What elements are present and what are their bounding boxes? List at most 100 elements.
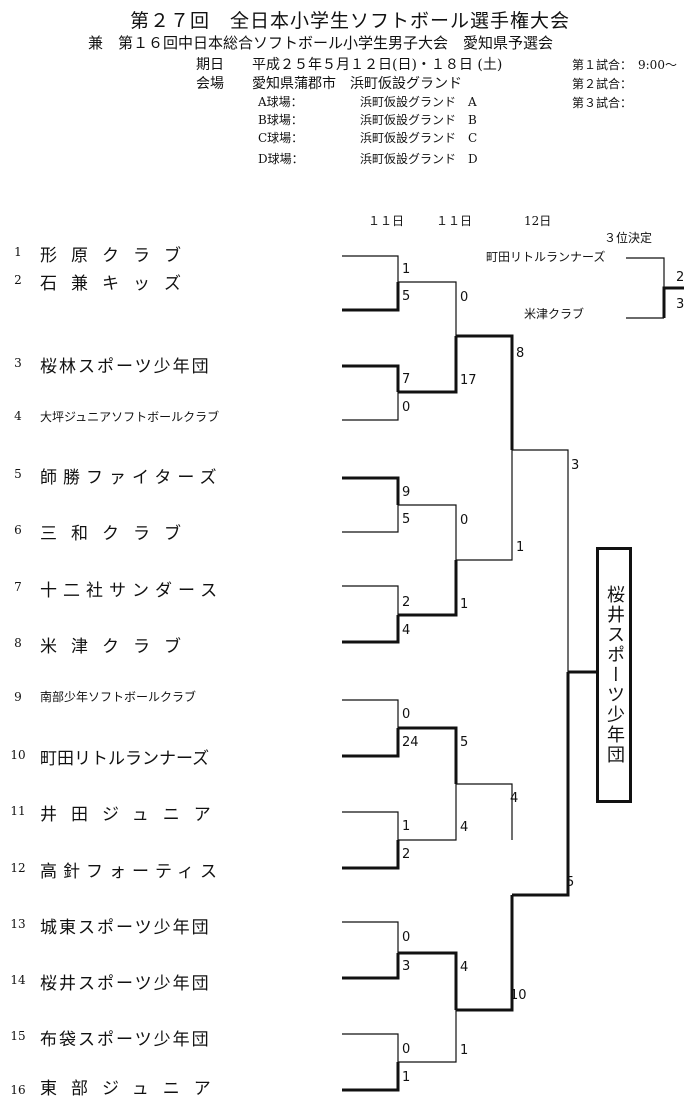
bracket-line — [342, 699, 399, 728]
winner-line — [342, 282, 400, 312]
score: 8 — [516, 346, 525, 361]
winner-line — [342, 728, 400, 758]
field-d-name: D球場： — [258, 152, 304, 166]
champion-name: 桜井スポーツ少年団 — [604, 585, 625, 765]
field-d-place: 浜町仮設グランド D — [360, 152, 478, 166]
team-name: 桜井スポーツ少年団 — [40, 974, 211, 994]
score: 7 — [402, 372, 411, 387]
winner-line — [398, 560, 458, 617]
bracket-line — [342, 255, 399, 282]
score: 1 — [402, 262, 411, 277]
score: 0 — [460, 513, 469, 528]
score: 0 — [402, 930, 411, 945]
team-number: 16 — [10, 1083, 26, 1097]
score: 0 — [460, 290, 469, 305]
game-1-time: 第１試合： 9:00～ — [572, 58, 677, 72]
score: 4 — [402, 623, 411, 638]
team-number: 15 — [10, 1029, 26, 1043]
score: 4 — [460, 960, 469, 975]
bracket-line — [398, 281, 457, 336]
team-number: 8 — [14, 636, 22, 650]
team-name: 桜林スポーツ少年団 — [40, 357, 211, 377]
score: 1 — [402, 819, 411, 834]
venue-label: 会場 — [196, 76, 224, 92]
team-number: 9 — [14, 690, 22, 704]
bracket-line — [342, 585, 399, 615]
team-name: 師勝ファイターズ — [40, 468, 223, 488]
page-subtitle: 兼 第１６回中日本総合ソフトボール小学生男子大会 愛知県予選会 — [88, 34, 554, 52]
score: 0 — [402, 1042, 411, 1057]
score: 1 — [516, 540, 525, 555]
team-number: 11 — [10, 804, 26, 818]
bracket-line — [342, 505, 399, 533]
day-label-round2: １１日 — [436, 214, 473, 228]
team-name: 井田ジュニア — [40, 805, 225, 825]
team-name: 南部少年ソフトボールクラブ — [40, 690, 197, 704]
team-number: 14 — [10, 973, 26, 987]
game-3-time: 第３試合： — [572, 96, 633, 110]
team-number: 7 — [14, 580, 22, 594]
winner-line — [662, 286, 684, 318]
bracket-line — [342, 921, 399, 953]
game-2-time: 第２試合： — [572, 77, 633, 91]
day-label-round1: １１日 — [368, 214, 405, 228]
third-place-label: ３位決定 — [604, 231, 653, 245]
winner-line — [342, 1062, 400, 1092]
team-number: 6 — [14, 523, 22, 537]
team-name: 石兼キッズ — [40, 274, 195, 294]
score: 17 — [460, 373, 477, 388]
team-name: 高針フォーティス — [40, 862, 223, 882]
field-b-place: 浜町仮設グランド B — [360, 113, 477, 127]
score: 5 — [402, 512, 411, 527]
venue-value: 愛知県蒲郡市 浜町仮設グランド — [252, 76, 462, 92]
field-c-place: 浜町仮設グランド C — [360, 131, 478, 145]
team-number: 5 — [14, 467, 22, 481]
bracket-line — [398, 784, 457, 841]
score: 9 — [402, 485, 411, 500]
field-b-name: B球場： — [258, 113, 303, 127]
bracket-line — [398, 504, 457, 560]
field-a-place: 浜町仮設グランド A — [360, 95, 477, 109]
team-name: 三和クラブ — [40, 524, 195, 544]
winner-line — [342, 840, 400, 870]
score: 2 — [402, 847, 411, 862]
winner-line — [398, 336, 458, 394]
bracket-line — [456, 450, 513, 561]
bracket-line — [342, 392, 399, 421]
score: 1 — [460, 597, 469, 612]
bracket-line — [626, 257, 665, 288]
team-name: 町田リトルランナーズ — [40, 749, 210, 769]
team-name: 布袋スポーツ少年団 — [40, 1030, 211, 1050]
score: 4 — [510, 791, 519, 806]
day-label-round3: 12日 — [524, 214, 552, 228]
winner-line — [342, 476, 400, 505]
score: 24 — [402, 735, 419, 750]
team-name: 十二社サンダース — [40, 581, 224, 601]
date-label: 期日 — [196, 57, 224, 73]
bracket-line — [398, 1010, 457, 1063]
bracket-line — [456, 783, 513, 840]
winner-line — [398, 726, 458, 784]
team-name: 城東スポーツ少年団 — [40, 918, 211, 938]
field-a-name: A球場： — [258, 95, 303, 109]
third-place-score-b: 3 — [676, 297, 685, 312]
team-number: 1 — [14, 245, 22, 259]
team-name: 米津クラブ — [40, 637, 195, 657]
team-number: 10 — [10, 748, 26, 762]
score: 1 — [460, 1043, 469, 1058]
team-number: 12 — [10, 861, 26, 875]
champion-box: 桜井スポーツ少年団 — [596, 547, 632, 803]
winner-line — [456, 895, 514, 1012]
score: 10 — [510, 988, 527, 1003]
winner-line — [512, 672, 570, 897]
date-value: 平成２５年５月１２日(日)・１８日 (土) — [252, 57, 503, 73]
team-name: 形原クラブ — [40, 246, 195, 266]
third-place-team-a: 町田リトルランナーズ — [486, 250, 606, 264]
winner-line — [342, 364, 400, 392]
score: 3 — [571, 458, 580, 473]
team-number: 4 — [14, 409, 22, 423]
score: 1 — [402, 1070, 411, 1085]
score: 4 — [460, 820, 469, 835]
team-number: 13 — [10, 917, 26, 931]
